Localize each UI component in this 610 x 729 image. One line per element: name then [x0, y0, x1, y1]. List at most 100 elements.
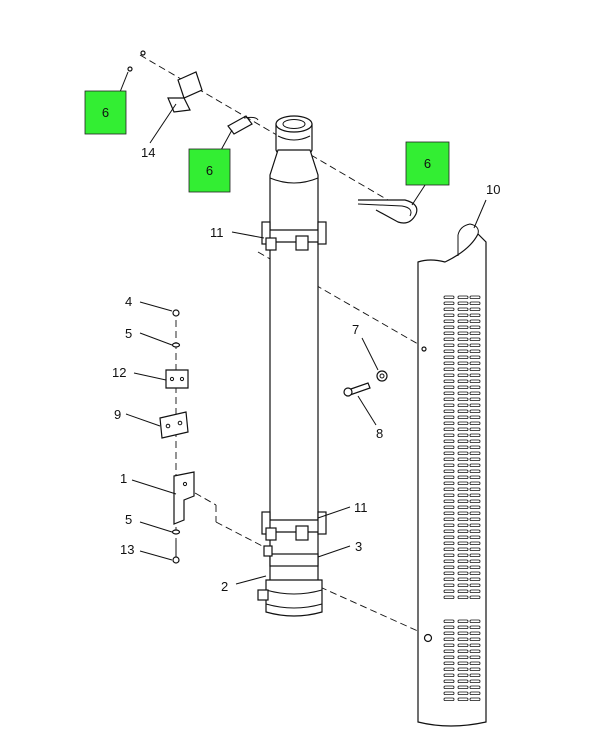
heat-shield	[417, 223, 487, 727]
highlight-box-2[interactable]: 6	[188, 148, 231, 193]
shield-slot	[457, 667, 469, 671]
shield-slot	[457, 433, 469, 437]
shield-slot	[469, 529, 481, 533]
shield-slot	[443, 499, 455, 503]
shield-slot	[469, 541, 481, 545]
shield-slot	[457, 331, 469, 335]
shield-slot	[443, 559, 455, 563]
shield-slot	[469, 475, 481, 479]
shield-slot	[443, 589, 455, 593]
shield-slot	[469, 409, 481, 413]
shield-slot	[443, 583, 455, 587]
callout-14: 14	[141, 145, 155, 160]
shield-slot	[443, 673, 455, 677]
shield-slot	[469, 589, 481, 593]
shield-slot	[469, 385, 481, 389]
shield-bolt	[423, 633, 433, 643]
shield-slot	[443, 571, 455, 575]
shield-slot	[443, 643, 455, 647]
shield-slot	[457, 529, 469, 533]
shield-slot	[443, 379, 455, 383]
shield-slot	[457, 481, 469, 485]
shield-slot	[443, 295, 455, 299]
shield-slot	[443, 517, 455, 521]
shield-slot	[443, 391, 455, 395]
highlight-box-2-fill	[188, 148, 231, 193]
shield-slot	[443, 553, 455, 557]
shield-slot	[469, 505, 481, 509]
highlight-box-1[interactable]: 6	[84, 90, 127, 135]
highlight-box-1-fill	[84, 90, 127, 135]
shield-slot	[469, 547, 481, 551]
hardware-parts	[159, 309, 427, 564]
shield-slot	[457, 307, 469, 311]
shield-slot	[457, 343, 469, 347]
shield-slot	[443, 535, 455, 539]
callout-7: 7	[352, 322, 359, 337]
shield-slot	[443, 649, 455, 653]
shield-slot	[457, 631, 469, 635]
shield-slot-pattern	[443, 295, 481, 701]
shield-slot	[457, 589, 469, 593]
shield-slot	[457, 463, 469, 467]
shield-slot	[457, 301, 469, 305]
shield-slot	[443, 679, 455, 683]
shield-slot	[457, 313, 469, 317]
shield-slot	[469, 577, 481, 581]
callout-9: 9	[114, 407, 121, 422]
shield-slot	[469, 595, 481, 599]
shield-slot	[443, 685, 455, 689]
shield-slot	[443, 361, 455, 365]
callout-10: 10	[486, 182, 500, 197]
shield-slot	[469, 331, 481, 335]
shield-slot	[443, 475, 455, 479]
shield-slot	[457, 361, 469, 365]
shield-slot	[469, 445, 481, 449]
shield-slot	[457, 391, 469, 395]
shield-slot	[457, 469, 469, 473]
shield-slot	[457, 457, 469, 461]
shield-slot	[443, 697, 455, 701]
shield-slot	[469, 643, 481, 647]
shield-slot	[469, 367, 481, 371]
shield-slot	[469, 697, 481, 701]
shield-slot	[469, 511, 481, 515]
shield-slot	[443, 691, 455, 695]
shield-slot	[469, 463, 481, 467]
shield-slot	[469, 391, 481, 395]
shield-slot	[469, 373, 481, 377]
upper-pipe-clamp	[261, 221, 327, 251]
shield-slot	[469, 499, 481, 503]
shield-slot	[469, 559, 481, 563]
shield-slot	[457, 619, 469, 623]
shield-slot	[457, 427, 469, 431]
shield-slot	[457, 547, 469, 551]
shield-slot	[443, 541, 455, 545]
shield-slot	[469, 337, 481, 341]
shield-slot	[443, 307, 455, 311]
shield-slot	[443, 625, 455, 629]
shield-slot	[443, 385, 455, 389]
shield-slot	[469, 397, 481, 401]
shield-slot	[443, 355, 455, 359]
callout-4: 4	[125, 294, 132, 309]
shield-slot	[457, 505, 469, 509]
shield-slot	[457, 349, 469, 353]
highlight-box-3[interactable]: 6	[405, 141, 450, 186]
shield-slot	[457, 511, 469, 515]
shield-slot	[443, 469, 455, 473]
shield-slot	[469, 625, 481, 629]
shield-slot	[469, 301, 481, 305]
shield-slot	[469, 493, 481, 497]
shield-slot	[457, 409, 469, 413]
highlight-box-1-label: 6	[102, 105, 109, 120]
shield-slot	[457, 571, 469, 575]
shield-slot	[443, 319, 455, 323]
shield-slot	[443, 415, 455, 419]
shield-slot	[443, 403, 455, 407]
shield-slot	[469, 457, 481, 461]
shield-slot	[457, 445, 469, 449]
shield-slot	[469, 553, 481, 557]
callout-3: 3	[355, 539, 362, 554]
